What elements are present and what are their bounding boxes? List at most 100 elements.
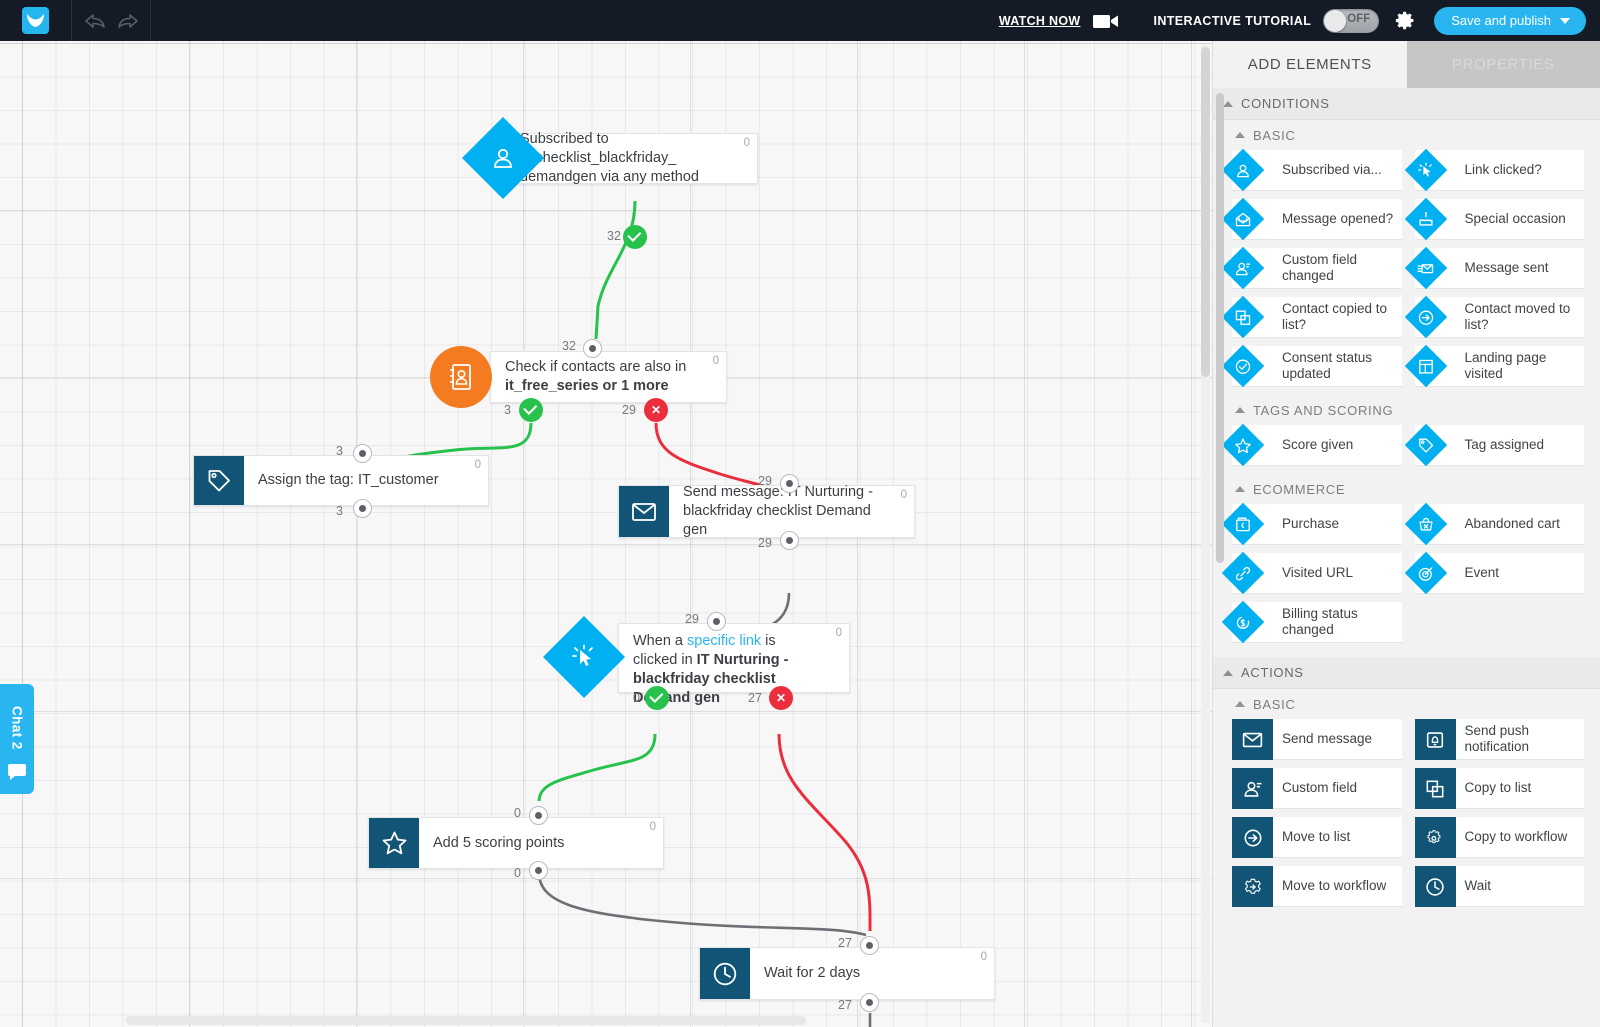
node-input-port[interactable] (860, 936, 879, 955)
node-input-port[interactable] (353, 444, 372, 463)
element-send-message[interactable]: Send message (1232, 719, 1402, 760)
cursor-click-icon (542, 615, 626, 699)
element-send-push-notification[interactable]: Send push notification (1414, 719, 1584, 760)
section-header-conditions[interactable]: CONDITIONS (1213, 88, 1600, 120)
element-special-occasion[interactable]: Special occasion (1404, 197, 1584, 241)
actions-basic-grid: Send message Send push notification Cust… (1213, 719, 1600, 964)
specific-link-link[interactable]: specific link (687, 633, 762, 649)
tutorial-toggle[interactable]: OFF (1323, 8, 1380, 33)
element-visited-url[interactable]: Visited URL (1221, 551, 1402, 595)
node-body[interactable]: Wait for 2 days 0 (699, 947, 995, 1000)
element-link-clicked[interactable]: Link clicked? (1404, 148, 1584, 192)
node-no-label: 29 (622, 403, 636, 417)
node-output-port[interactable] (529, 861, 548, 880)
node-output-port[interactable] (353, 499, 372, 518)
chevron-up-icon (1235, 407, 1245, 413)
target-icon (1404, 551, 1447, 595)
element-contact-copied-to-list[interactable]: Contact copied to list? (1221, 295, 1402, 339)
element-move-to-list[interactable]: Move to list (1232, 817, 1402, 858)
canvas-vertical-scrollbar[interactable] (1201, 45, 1210, 1023)
node-output-no-port[interactable] (769, 686, 793, 710)
element-landing-page-visited[interactable]: Landing page visited (1404, 344, 1584, 388)
save-and-publish-button[interactable]: Save and publish (1434, 6, 1586, 35)
chevron-up-icon (1235, 132, 1245, 138)
node-body[interactable]: Subscribed to it_checklist_blackfriday_ … (505, 131, 758, 185)
person-icon (461, 116, 545, 200)
group-header-ecommerce[interactable]: ECOMMERCE (1213, 474, 1600, 504)
element-custom-field-changed[interactable]: Custom field changed (1221, 246, 1402, 290)
element-billing-status-changed[interactable]: Billing status changed (1221, 600, 1402, 644)
node-output-port[interactable] (860, 993, 879, 1012)
watch-now-link[interactable]: WATCH NOW (998, 13, 1081, 28)
redo-arrow-icon[interactable] (117, 13, 138, 28)
node-body[interactable]: Send message: IT Nurturing - blackfriday… (618, 484, 915, 538)
element-label: Consent status updated (1282, 350, 1373, 381)
element-message-sent[interactable]: Message sent (1404, 246, 1584, 290)
group-header-basic-actions[interactable]: BASIC (1213, 689, 1600, 719)
node-body[interactable]: Check if contacts are also in it_free_se… (490, 351, 727, 403)
node-body[interactable]: Assign the tag: IT_customer 0 (193, 455, 489, 506)
node-output-yes-port[interactable] (519, 398, 543, 422)
node-output-no-port[interactable] (644, 398, 668, 422)
push-bell-icon (1414, 719, 1456, 760)
node-input-port[interactable] (529, 806, 548, 825)
panel-scroll-thumb[interactable] (1216, 93, 1224, 563)
node-output-yes-port[interactable] (645, 686, 669, 710)
node-output-label: 27 (838, 998, 852, 1012)
workflow-canvas[interactable]: Subscribed to it_checklist_blackfriday_ … (0, 41, 1212, 1027)
group-header-basic-conditions[interactable]: BASIC (1213, 120, 1600, 150)
element-copy-to-list[interactable]: Copy to list (1414, 768, 1584, 809)
node-body[interactable]: When a specific link is clicked in IT Nu… (618, 623, 850, 706)
element-label: Wait (1464, 878, 1492, 893)
node-counter: 0 (835, 627, 842, 639)
element-consent-status-updated[interactable]: Consent status updated (1221, 344, 1402, 388)
video-camera-icon[interactable] (1093, 13, 1119, 29)
element-message-opened[interactable]: Message opened? (1221, 197, 1402, 241)
layout-page-icon (1404, 344, 1447, 388)
element-label: Purchase (1282, 516, 1340, 531)
section-header-actions[interactable]: ACTIONS (1213, 657, 1600, 689)
gear-icon[interactable] (1395, 10, 1416, 31)
toggle-knob (1324, 9, 1347, 32)
tab-add-elements[interactable]: ADD ELEMENTS (1213, 41, 1407, 88)
node-body[interactable]: Add 5 scoring points 0 (368, 817, 664, 869)
gears-copy-icon (1414, 817, 1456, 858)
element-event[interactable]: Event (1404, 551, 1584, 595)
element-move-to-workflow[interactable]: Move to workflow (1232, 866, 1402, 907)
envelope-icon (619, 486, 669, 537)
panel-scrollbar[interactable] (1216, 93, 1224, 1023)
group-title: BASIC (1253, 696, 1296, 712)
app-logo[interactable] (0, 0, 72, 41)
node-input-port[interactable] (707, 612, 726, 631)
element-contact-moved-to-list[interactable]: Contact moved to list? (1404, 295, 1584, 339)
cake-icon (1404, 197, 1447, 241)
node-output-yes-port[interactable] (623, 225, 647, 249)
element-tag-assigned[interactable]: Tag assigned (1404, 423, 1584, 467)
element-wait[interactable]: Wait (1414, 866, 1584, 907)
element-subscribed-via[interactable]: Subscribed via... (1221, 148, 1402, 192)
element-score-given[interactable]: Score given (1221, 423, 1402, 467)
node-label: When a specific link is clicked in IT Nu… (633, 633, 789, 706)
element-copy-to-workflow[interactable]: Copy to workflow (1414, 817, 1584, 858)
tab-properties[interactable]: PROPERTIES (1406, 41, 1600, 88)
arrow-circle-right-icon (1232, 817, 1273, 858)
node-output-port[interactable] (780, 531, 799, 550)
node-yes-label: 0 (633, 691, 640, 705)
node-input-port[interactable] (780, 474, 799, 493)
chat-bubble-icon[interactable] (0, 750, 34, 794)
undo-arrow-icon[interactable] (84, 13, 105, 28)
group-header-tags-and-scoring[interactable]: TAGS AND SCORING (1213, 395, 1600, 425)
element-purchase[interactable]: Purchase (1221, 502, 1402, 546)
node-input-port[interactable] (583, 339, 602, 358)
node-input-label: 29 (685, 612, 699, 626)
element-label: Billing status changed (1282, 606, 1358, 637)
node-label: Add 5 scoring points (433, 834, 565, 851)
canvas-horizontal-scroll-thumb[interactable] (126, 1016, 806, 1025)
element-custom-field[interactable]: Custom field (1232, 768, 1402, 809)
canvas-vertical-scroll-thumb[interactable] (1201, 47, 1210, 377)
dollar-refresh-icon (1221, 600, 1265, 644)
canvas-horizontal-scrollbar[interactable] (4, 1016, 1196, 1025)
element-label: Message sent (1464, 260, 1549, 275)
element-abandoned-cart[interactable]: Abandoned cart (1404, 502, 1584, 546)
element-label: Subscribed via... (1282, 162, 1382, 177)
